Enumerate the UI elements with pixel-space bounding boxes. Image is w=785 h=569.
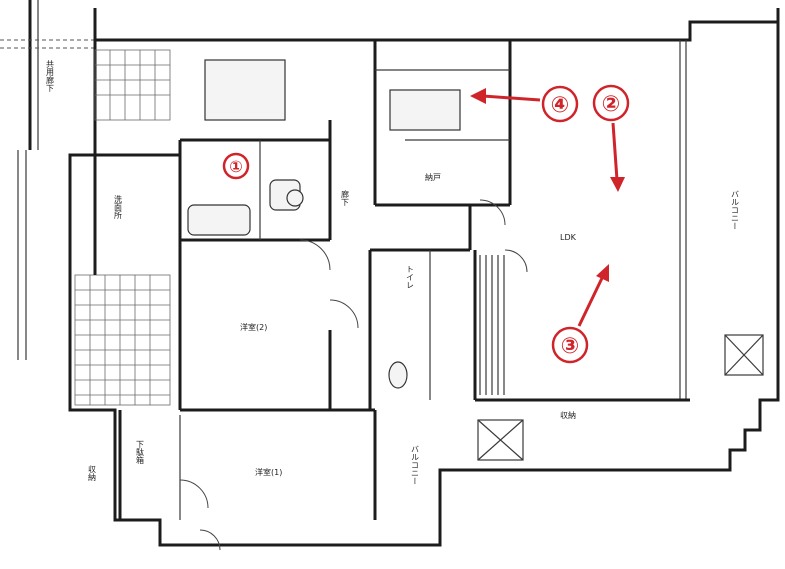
label-bedroom-2: 洋室(2) <box>240 322 267 332</box>
view-markers: ④ ② ③ ① <box>222 84 630 364</box>
outer-corridor: 共用廊下 <box>0 0 95 360</box>
bathroom-fixtures <box>187 59 461 389</box>
washer-icon <box>204 59 286 121</box>
marker-1-circle <box>222 152 250 180</box>
marker-2-circle <box>592 84 630 122</box>
marker-2-arrowhead <box>610 177 625 192</box>
marker-3-arrowhead <box>596 264 609 282</box>
doors <box>179 199 528 551</box>
marker-4-arrow <box>482 94 541 102</box>
bathtub-icon <box>187 204 251 236</box>
label-storage: 収納 <box>88 464 97 482</box>
label-bedroom-1: 洋室(1) <box>255 467 282 477</box>
room-labels: LDK 洋室(2) 洋室(1) 納戸 廊下 バルコニー バルコニー 収納 収納 … <box>88 172 740 485</box>
outer-walls <box>68 8 780 547</box>
toilet-icon <box>388 361 408 389</box>
outer-corridor-label: 共用廊下 <box>46 60 55 93</box>
interior-walls <box>70 40 690 520</box>
marker-1-label: ① <box>229 157 243 176</box>
label-balcony-2: バルコニー <box>411 445 420 485</box>
label-toilet: トイレ <box>406 265 415 289</box>
marker-2-label: ② <box>602 92 621 117</box>
label-storage-2: 収納 <box>560 410 576 420</box>
pipe-shafts <box>477 334 764 461</box>
marker-3-arrow <box>577 275 605 327</box>
marker-4-arrowhead <box>470 88 486 104</box>
kitchen-counter-icon <box>389 89 461 131</box>
label-closet: 納戸 <box>425 172 441 182</box>
washbasin-icon <box>286 189 304 207</box>
label-utility: 洗面所 <box>114 194 123 220</box>
marker-4-circle <box>541 85 579 123</box>
marker-3-circle <box>551 326 589 364</box>
label-shoes: 下駄箱 <box>136 440 145 465</box>
marker-3-label: ③ <box>561 334 580 359</box>
marker-4-label: ④ <box>551 93 570 118</box>
marker-2-arrow <box>611 122 619 181</box>
label-corridor: 廊下 <box>341 189 350 207</box>
stair-hatch <box>479 255 505 395</box>
tiled-area <box>74 49 171 406</box>
label-living: LDK <box>560 233 577 242</box>
label-balcony: バルコニー <box>731 190 740 230</box>
